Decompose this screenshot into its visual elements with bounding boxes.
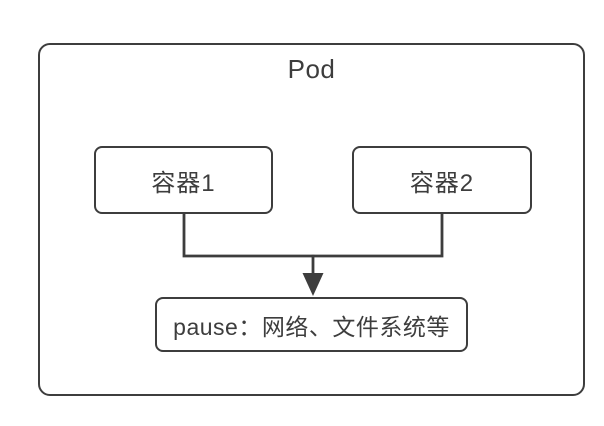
node-pause: pause：网络、文件系统等 bbox=[155, 297, 468, 352]
node-container2-label: 容器2 bbox=[409, 169, 475, 197]
node-container1: 容器1 bbox=[94, 146, 273, 214]
node-container2: 容器2 bbox=[352, 146, 532, 214]
pod-title: Pod bbox=[287, 54, 336, 84]
node-container1-label: 容器1 bbox=[151, 169, 216, 197]
node-pause-label: pause：网络、文件系统等 bbox=[173, 313, 450, 340]
